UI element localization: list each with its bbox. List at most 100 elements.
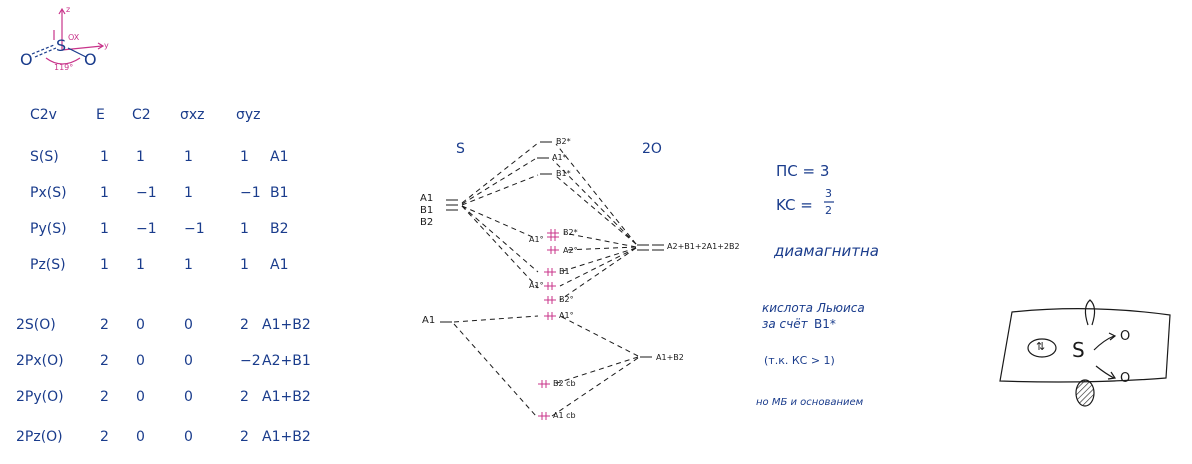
right-oxygen: O [84,50,97,69]
table-header-syz: σyz [236,107,261,123]
table-header-sxz: σxz [180,107,205,123]
table-cell: −1 [136,221,157,237]
kc-numerator: 3 [825,187,832,200]
mo-b2-nb: B2° [559,295,574,304]
base-note: но МБ и основанием [756,397,864,408]
table-cell: 1 [240,257,249,273]
table-row-label: S(S) [30,149,59,165]
table-cell: 2 [100,429,109,445]
table-cell: 0 [184,317,193,333]
table-cell: 2 [100,317,109,333]
table-cell: 0 [184,389,193,405]
table-cell: 0 [184,429,193,445]
molecule-sketch [45,7,105,65]
table-cell: −1 [184,221,205,237]
table-cell: −2 [240,353,261,369]
mo-b1-bonding: B1 [559,267,570,276]
table-cell: 1 [184,257,193,273]
table-header-e: E [96,107,105,123]
s-p-level-b1: B1 [420,205,434,216]
kc-denominator: 2 [825,204,832,217]
z-axis-label: z [66,5,71,14]
table-row-irrep: A1 [270,149,289,165]
table-cell: 2 [100,353,109,369]
table-cell: 2 [100,389,109,405]
table-row-irrep: A1+B2 [262,389,311,405]
table-row-irrep: A1+B2 [262,317,311,333]
table-row-irrep: B2 [270,221,289,237]
table-row-irrep: A2+B1 [262,353,311,369]
table-row-label: 2S(O) [16,317,56,333]
hybridization-sketch [999,299,1171,407]
mo-b2-bonding: B2 cb [553,379,576,388]
table-cell: 2 [240,429,249,445]
bond-order-note: ПС = 3 [776,162,830,180]
sulfur-atom: S [56,36,67,55]
table-cell: 1 [100,149,109,165]
mo-diagram-lines [440,141,664,358]
table-cell: 0 [136,429,145,445]
lewis-acid-note: кислота Льюиса [762,301,865,315]
mo-a1-bonding: A1 cb [553,411,576,420]
table-cell: 1 [240,221,249,237]
table-cell: −1 [136,185,157,201]
table-cell: 0 [136,353,145,369]
table-cell: 1 [184,149,193,165]
kc-label: KC = [776,196,813,214]
molecule-bonds [31,44,87,58]
mo-correlation-lines [453,142,639,417]
table-row-irrep: A1+B2 [262,429,311,445]
table-row-label: Px(S) [30,185,67,201]
table-header-group: C2v [30,107,57,123]
table-row-label: 2Px(O) [16,353,64,369]
mo-right-header: 2O [642,141,662,157]
mo-a2-nb: A2° [563,246,578,255]
table-row-label: 2Pz(O) [16,429,63,445]
mo-b1-star: B1* [556,169,571,178]
table-cell: 0 [136,389,145,405]
table-cell: 2 [240,317,249,333]
electron-pair-symbol: ⇅ [1036,340,1046,353]
s-p-level-a1: A1 [420,193,434,204]
table-cell: 1 [136,257,145,273]
mo-electron-pairs [538,229,559,420]
table-cell: −1 [240,185,261,201]
table-cell: 1 [240,149,249,165]
mo-a1-nb-left: A1° [529,235,544,244]
table-cell: 2 [240,389,249,405]
table-cell: 1 [100,257,109,273]
sketch-oxygen-1: O [1120,329,1131,344]
mo-left-header: S [456,141,465,157]
table-cell: 0 [184,353,193,369]
left-oxygen: O [20,50,33,69]
angle-label: 119° [54,63,74,72]
table-row-irrep: A1 [270,257,289,273]
mo-a1-star: A1* [552,153,567,162]
sketch-oxygen-2: O [1120,371,1131,386]
table-row-label: Py(S) [30,221,67,237]
ox-label: OX [68,33,80,42]
sketch-sulfur: S [1072,338,1085,362]
table-cell: 1 [136,149,145,165]
o-p-levels: A2+B1+2A1+2B2 [667,242,740,251]
mo-b2-star-nb: B2* [563,228,578,237]
s-p-level-b2: B2 [420,217,434,228]
lewis-acid-reason: за счёт [762,317,808,331]
table-header-c2: C2 [132,107,151,123]
lewis-acid-orbital: B1* [814,317,836,331]
table-cell: 1 [100,185,109,201]
table-cell: 1 [184,185,193,201]
table-row-label: 2Py(O) [16,389,64,405]
table-row-label: Pz(S) [30,257,66,273]
table-row-irrep: B1 [270,185,289,201]
table-cell: 1 [100,221,109,237]
y-axis-label: y [104,41,109,50]
kc-condition-note: (т.к. КС > 1) [764,354,835,367]
magnetism-note: диамагнитна [774,242,879,260]
table-cell: 0 [136,317,145,333]
o-s-levels: A1+B2 [656,353,684,362]
mo-b2-star: B2* [556,137,571,146]
mo-a1-nb-3: A1° [559,311,574,320]
mo-a1-nb-2: A1° [529,281,544,290]
